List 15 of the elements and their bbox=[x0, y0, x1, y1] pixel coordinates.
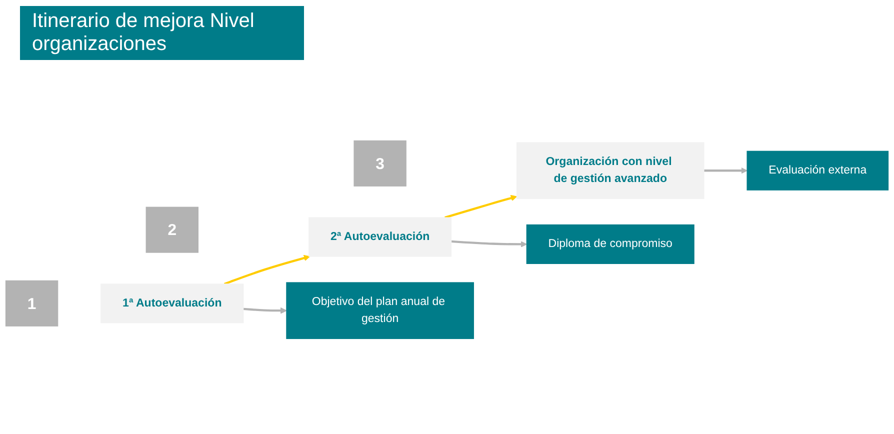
node-box: Evaluación externa bbox=[746, 151, 889, 191]
node-box: Diploma de compromiso bbox=[526, 224, 694, 264]
title: Itinerario de mejora Nivel organizaciones bbox=[20, 6, 304, 60]
arrow bbox=[444, 195, 518, 219]
node-box: Organización con nivel de gestión avanzado bbox=[516, 142, 704, 200]
node-box: 2 bbox=[146, 207, 198, 254]
arrow bbox=[704, 168, 748, 174]
node-box: 3 bbox=[354, 140, 406, 187]
arrow bbox=[451, 240, 527, 248]
arrow bbox=[224, 255, 310, 286]
node-box: 1ª Autoevaluación bbox=[100, 284, 244, 324]
node-box: 1 bbox=[5, 280, 58, 327]
node-box: 2ª Autoevaluación bbox=[308, 218, 452, 258]
node-box: Objetivo del plan anual de gestión bbox=[286, 282, 474, 340]
arrow bbox=[243, 308, 287, 314]
